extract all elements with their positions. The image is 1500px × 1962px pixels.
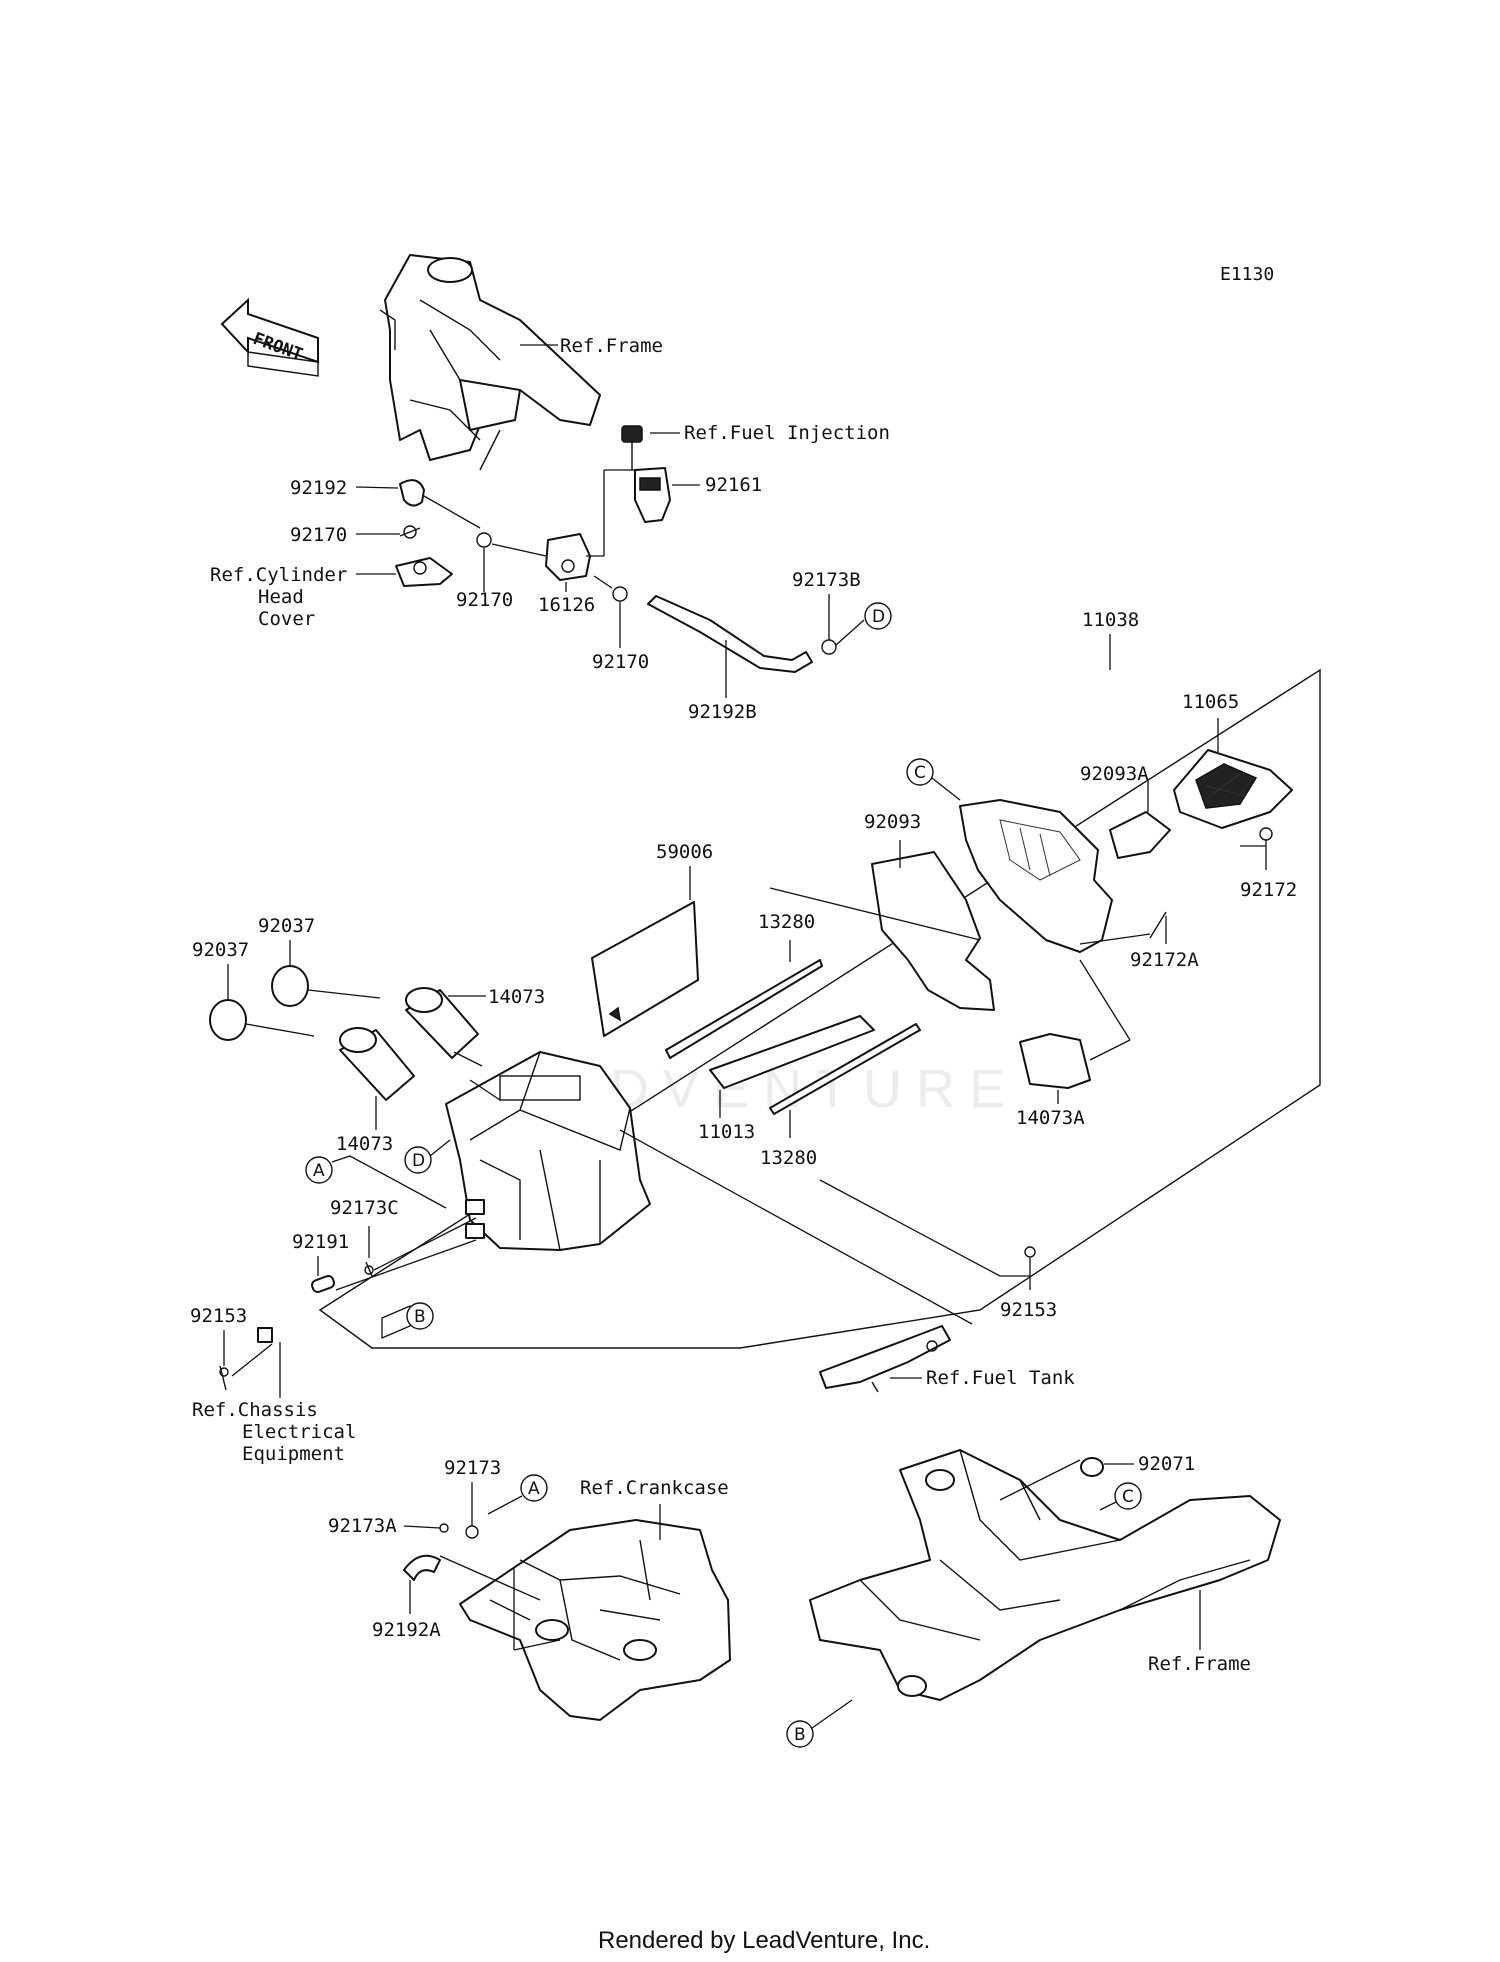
ref-chassis-label-3: Equipment (242, 1443, 345, 1465)
part-11065-label: 11065 (1182, 691, 1239, 713)
part-13280-a-label: 13280 (758, 911, 815, 933)
assembly-11038-outline (318, 668, 1321, 1349)
part-92153-b-label: 92153 (1000, 1299, 1057, 1321)
front-arrow-icon: FRONT (220, 297, 319, 377)
part-92093-label: 92093 (864, 811, 921, 833)
plug-92191 (311, 1275, 335, 1293)
clamp-92037-lower (209, 999, 247, 1041)
callout-B-bottom: B (794, 1725, 806, 1745)
part-13280-b-label: 13280 (760, 1147, 817, 1169)
part-92173A-label: 92173A (328, 1515, 397, 1537)
filter-11013 (709, 1015, 875, 1089)
gasket-92093A (1109, 811, 1171, 859)
part-14073-b-label: 14073 (336, 1133, 393, 1155)
hose-92192B (647, 595, 813, 673)
hose-92192A (403, 1554, 441, 1581)
callout-D-mid: D (412, 1151, 425, 1171)
diagram-code: E1130 (1220, 264, 1274, 285)
part-92173C-label: 92173C (330, 1197, 399, 1219)
air-cleaner-lower-case (445, 1051, 651, 1251)
part-92071-label: 92071 (1138, 1453, 1195, 1475)
part-92153-a-label: 92153 (190, 1305, 247, 1327)
clamp-92170-c (612, 586, 628, 602)
part-92192B-label: 92192B (688, 701, 757, 723)
part-14073-a-label: 14073 (488, 986, 545, 1008)
callout-C-mid: C (914, 763, 926, 783)
callout-B-mid: B (414, 1307, 426, 1327)
fuel-injection-sensor (621, 425, 643, 470)
duct-14073-lower (339, 1027, 415, 1101)
clamp-92037-upper (271, 965, 309, 1007)
part-92192A-label: 92192A (372, 1619, 441, 1641)
callout-A-mid: A (313, 1161, 325, 1181)
footer-credit: Rendered by LeadVenture, Inc. (598, 1927, 930, 1954)
part-92037-a-label: 92037 (258, 915, 315, 937)
part-92172A-label: 92172A (1130, 949, 1199, 971)
part-92161-label: 92161 (705, 474, 762, 496)
air-switch-valve-16126 (545, 533, 591, 581)
strip-13280-top (665, 959, 823, 1059)
strip-13280-bottom (769, 1023, 921, 1115)
ref-fuel-injection-label: Ref.Fuel Injection (684, 422, 890, 444)
part-59006-label: 59006 (656, 841, 713, 863)
ref-cylinder-label-3: Cover (258, 608, 315, 630)
label-59006 (591, 901, 699, 1037)
part-92172-label: 92172 (1240, 879, 1297, 901)
ref-chassis-label-2: Electrical (242, 1421, 356, 1443)
ref-chassis-label-1: Ref.Chassis (192, 1399, 318, 1421)
duct-14073A (1019, 1033, 1091, 1089)
part-92093A-label: 92093A (1080, 763, 1149, 785)
part-16126-label: 16126 (538, 594, 595, 616)
part-14073A-label: 14073A (1016, 1107, 1085, 1129)
frame-illustration (809, 1449, 1281, 1701)
ref-cylinder-label-2: Head (258, 586, 304, 608)
fuel-tank-bracket (819, 1325, 951, 1393)
gasket-92093 (871, 851, 995, 1011)
cover-11065 (1173, 749, 1293, 829)
callout-D-top: D (872, 607, 885, 627)
air-cleaner-upper-case (959, 799, 1113, 953)
clamp-92170-a (399, 525, 421, 539)
part-92173-label: 92173 (444, 1457, 501, 1479)
clamp-92170-b (476, 532, 492, 548)
ref-crankcase-label: Ref.Crankcase (580, 1477, 729, 1499)
crankcase-illustration (459, 1519, 731, 1721)
cylinder-head-cover-piece (395, 557, 453, 587)
part-92191-label: 92191 (292, 1231, 349, 1253)
part-92170-a-label: 92170 (290, 524, 347, 546)
part-92192-label: 92192 (290, 477, 347, 499)
part-11013-label: 11013 (698, 1121, 755, 1143)
callout-C-bottom: C (1122, 1487, 1134, 1507)
callout-A-bottom: A (528, 1479, 540, 1499)
ref-frame-top-label: Ref.Frame (560, 335, 663, 357)
frame-head-illustration (379, 254, 601, 471)
ref-cylinder-label-1: Ref.Cylinder (210, 564, 347, 586)
part-92173B-label: 92173B (792, 569, 861, 591)
valve-92161 (634, 467, 671, 523)
part-11038-label: 11038 (1082, 609, 1139, 631)
duct-14073-upper (405, 987, 479, 1059)
part-92170-b-label: 92170 (456, 589, 513, 611)
part-92037-b-label: 92037 (192, 939, 249, 961)
ref-fuel-tank-label: Ref.Fuel Tank (926, 1367, 1075, 1389)
ref-frame-bottom-label: Ref.Frame (1148, 1653, 1251, 1675)
part-92170-c-label: 92170 (592, 651, 649, 673)
